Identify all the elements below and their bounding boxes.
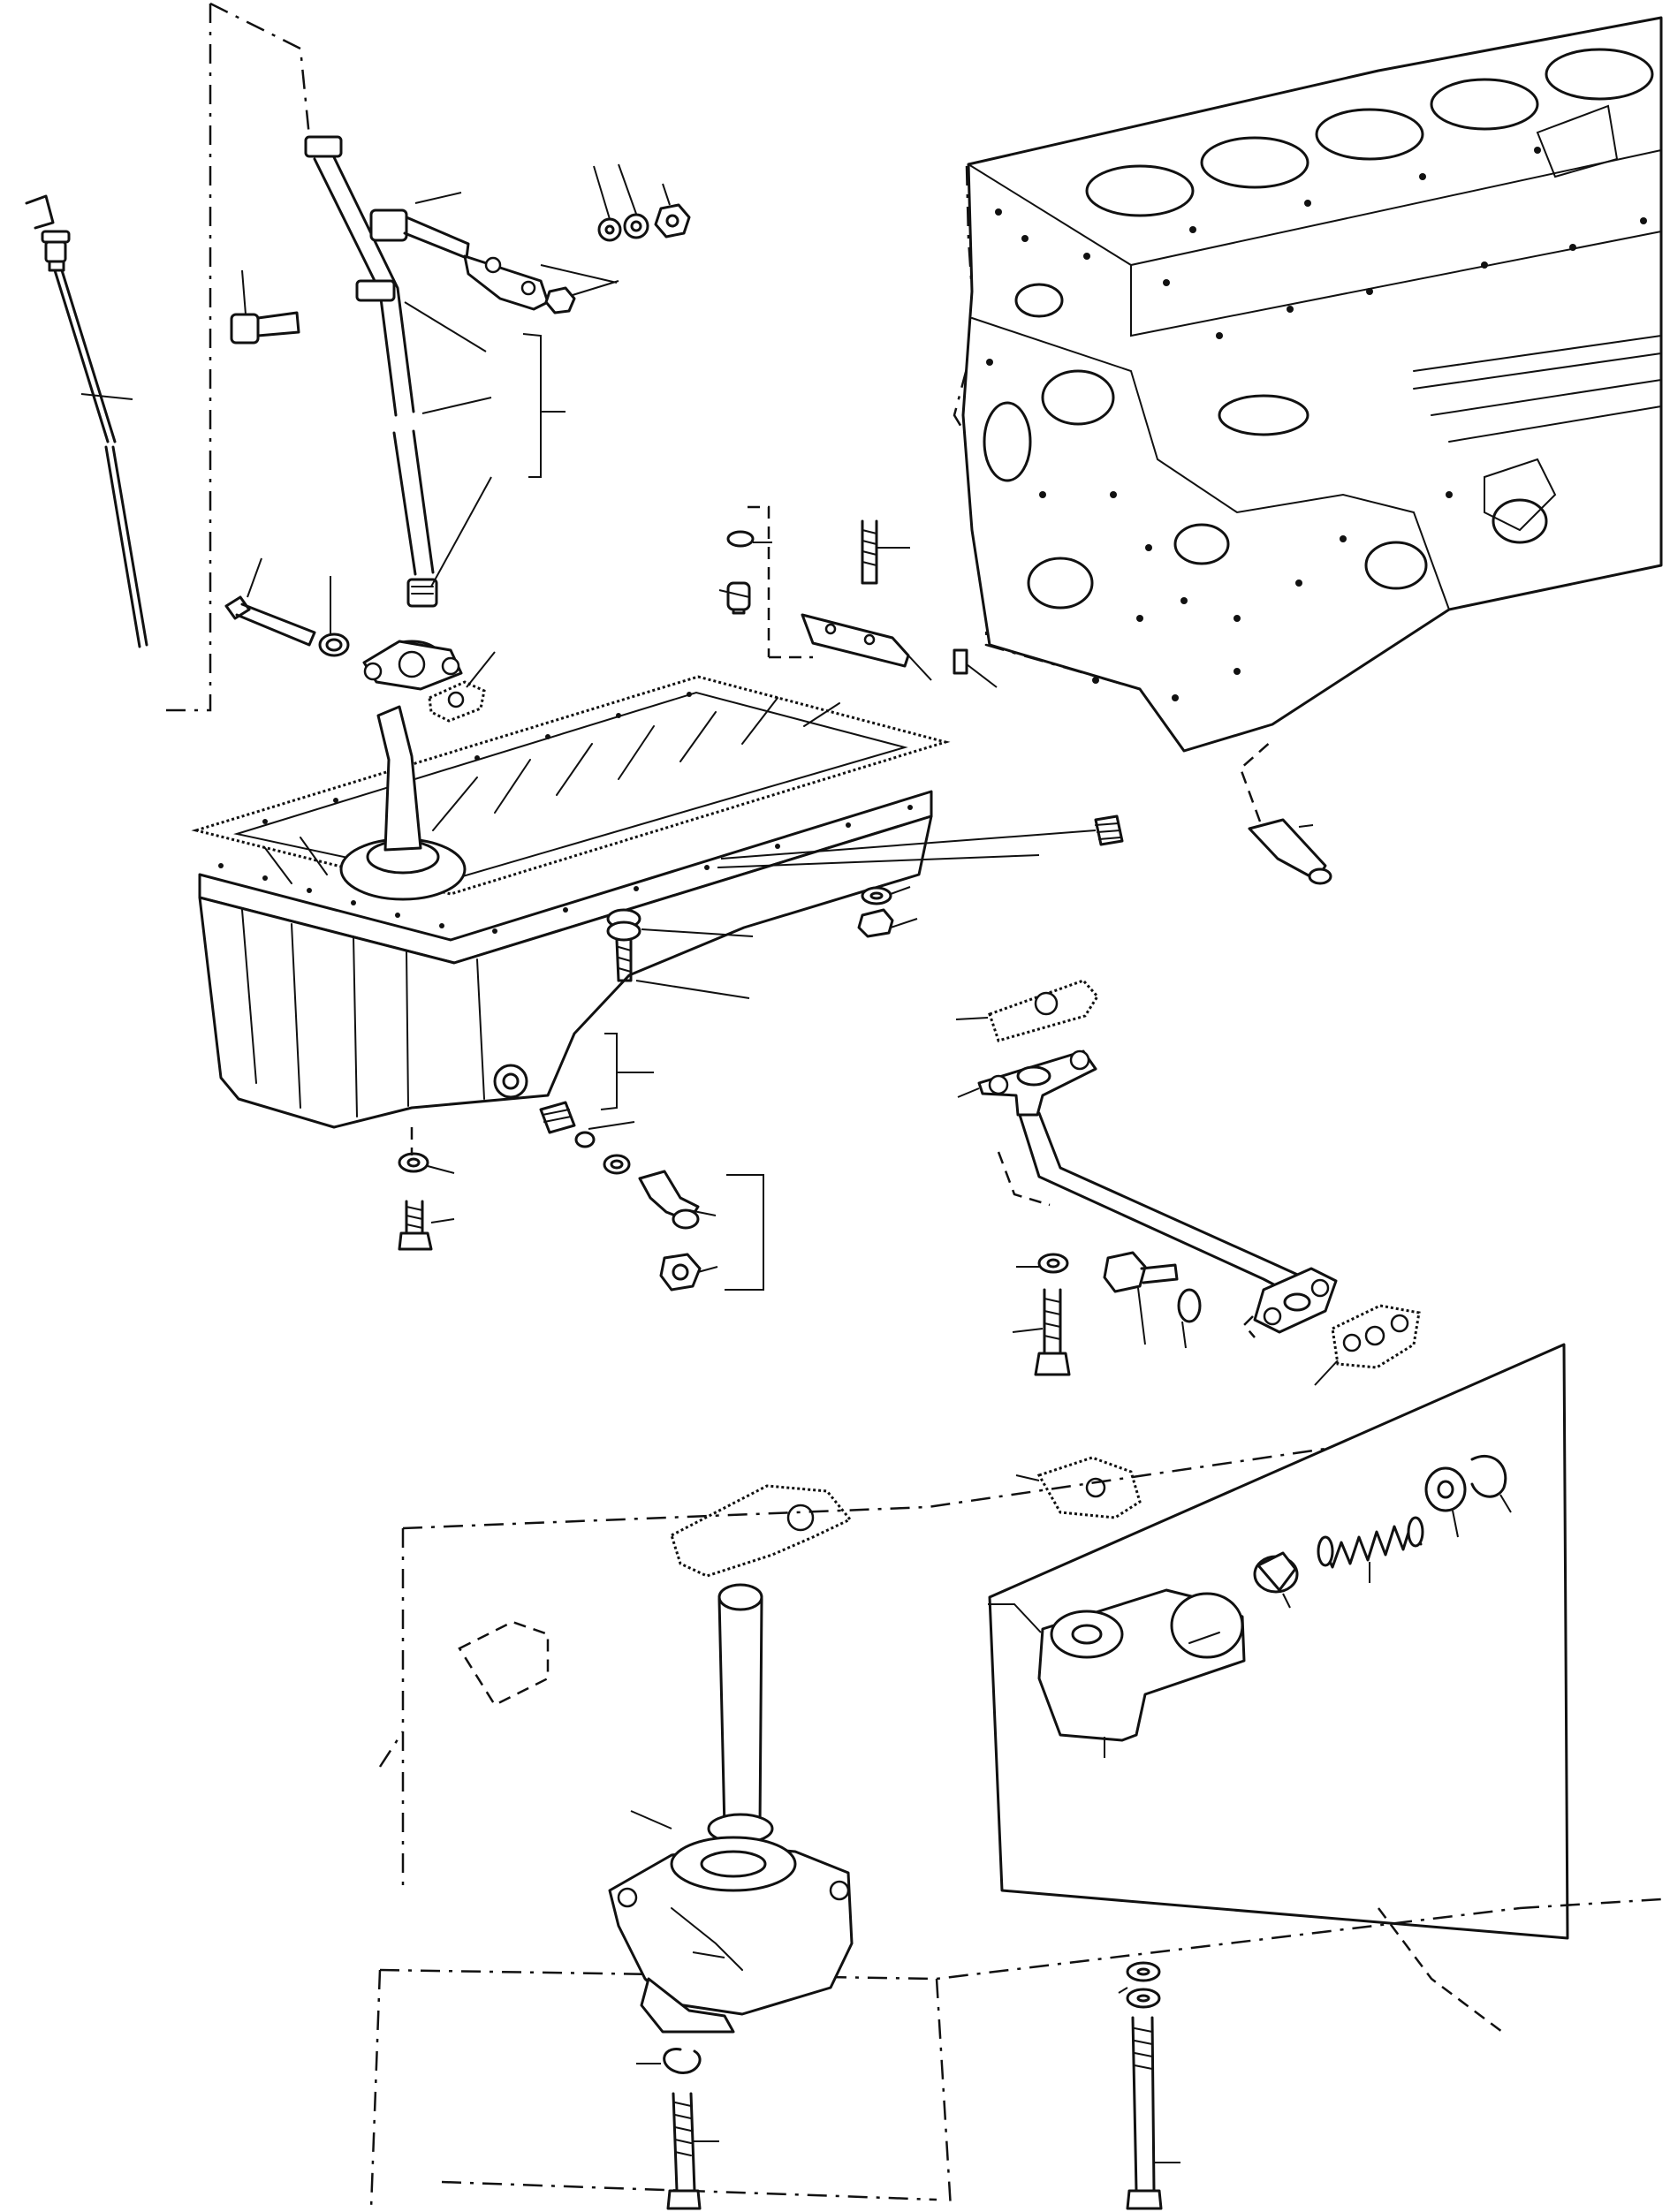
relief-valve-housing [1037,1588,1246,1758]
relief-valve-plunger [1253,1551,1299,1609]
cylinder-block [953,16,1663,753]
sump-bottom-bolt [398,1127,455,1251]
sump-bracket-plate [801,613,998,688]
oil-pickup-pipe [955,979,1338,1338]
phantom-frame-left [159,2,311,712]
neck-gasket [428,651,496,723]
bolt-left-upper [230,269,300,345]
lower-pickup-gasket [1314,1304,1421,1386]
relief-valve-panel [988,1343,1569,1940]
washer-nut-set-top [540,163,691,314]
drain-plug-group [539,1033,764,1292]
pickup-bolts [1012,1251,1202,1376]
small-spring [717,814,1124,868]
oil-filler-neck [339,640,467,901]
tube-leaders [404,192,566,587]
sump-underside-bolts [606,908,754,999]
dipstick [25,194,148,648]
pump-gasket [670,1484,853,1578]
tube-bolt-upper [369,208,470,260]
block-bolt-holes [986,147,1647,701]
sump-screws [718,505,910,659]
drain-boss [493,1064,528,1099]
dowel-pin [1239,739,1332,885]
tube-flange-bolt [224,557,350,657]
relief-valve-spring [1317,1516,1424,1583]
relief-valve-washer [1424,1466,1467,1538]
tube-clip-bracket [463,254,550,311]
oil-sump [191,675,951,1129]
phantom-frame-lower [369,1447,1662,2209]
sump-right-fasteners [857,886,918,938]
oil-pump [608,1583,854,2034]
dipstick-tube [304,135,438,608]
sump-flange-holes [218,692,913,934]
pump-circlip [636,2048,702,2074]
tube-clip-band [355,279,396,302]
pump-stud [666,2092,719,2210]
relief-valve-circlip [1470,1454,1512,1513]
pump-bolt-right [1118,1961,1180,2210]
